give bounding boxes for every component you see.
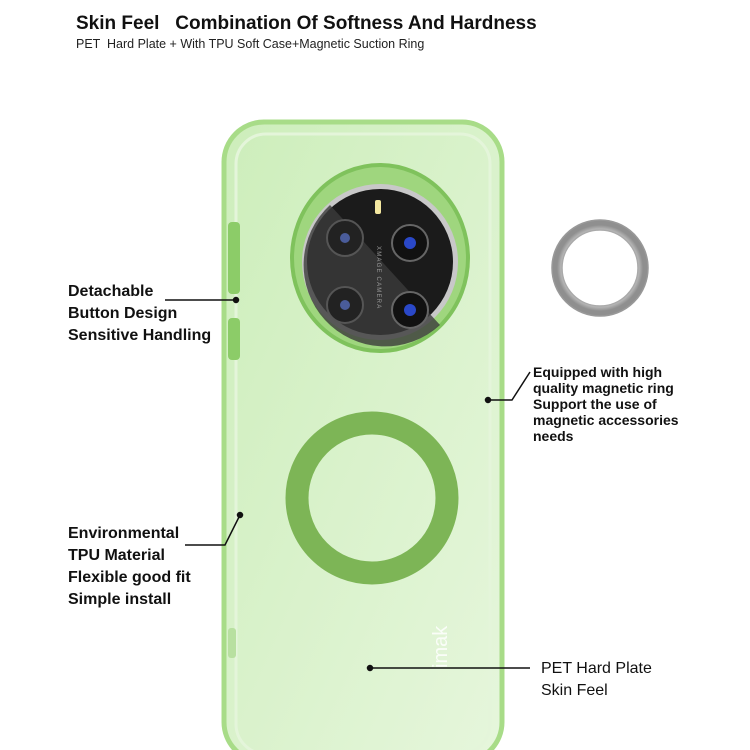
brand-logo: imak <box>430 625 452 668</box>
callout-buttons: Detachable Button Design Sensitive Handl… <box>68 281 211 347</box>
callout-line: Flexible good fit <box>68 569 191 586</box>
callout-line: Equipped with high <box>533 364 663 380</box>
camera-text: XMAGE CAMERA <box>375 246 381 310</box>
callout-material: Environmental TPU Material Flexible good… <box>68 523 191 611</box>
side-buttons <box>228 222 240 658</box>
callout-line: magnetic accessories <box>533 412 679 428</box>
callout-magnetic: Equipped with high quality magnetic ring… <box>533 364 679 444</box>
callout-line: PET Hard Plate <box>541 660 652 677</box>
callout-line: Sensitive Handling <box>68 327 212 344</box>
callout-line: quality magnetic ring <box>533 380 674 396</box>
callout-plate: PET Hard Plate Skin Feel <box>541 658 652 702</box>
callout-line: TPU Material <box>68 547 165 564</box>
callout-line: Detachable <box>68 283 154 300</box>
magnetic-ring <box>285 411 459 585</box>
callout-line: Skin Feel <box>541 682 608 699</box>
page-title: Skin Feel Combination Of Softness And Ha… <box>76 13 537 34</box>
callout-lines <box>165 296 531 672</box>
page-subtitle: PET Hard Plate + With TPU Soft Case+Magn… <box>76 37 425 51</box>
callout-line: Support the use of <box>533 396 657 412</box>
callout-line: Environmental <box>68 525 180 542</box>
callout-line: Simple install <box>68 591 172 608</box>
callout-line: Button Design <box>68 305 178 322</box>
camera-module <box>290 163 470 353</box>
metal-magnetic-ring <box>551 219 649 317</box>
callout-line: needs <box>533 428 574 444</box>
